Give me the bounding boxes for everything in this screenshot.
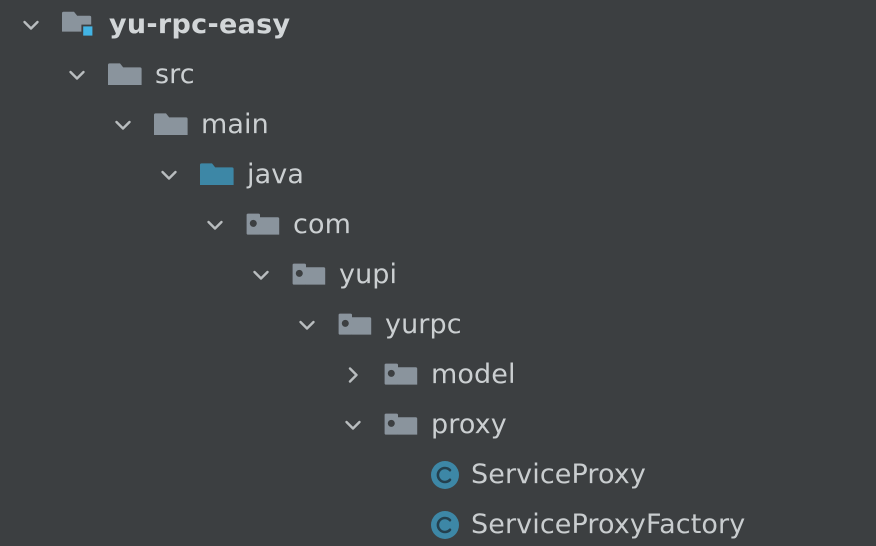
tree-node-label: model (431, 359, 516, 390)
tree-node-label: yurpc (385, 309, 462, 340)
tree-row[interactable]: com (0, 200, 876, 250)
tree-row[interactable]: src (0, 50, 876, 100)
chevron-right-icon[interactable] (338, 360, 368, 390)
java-class-icon (430, 509, 460, 541)
package-folder-icon (338, 309, 374, 341)
chevron-down-icon[interactable] (154, 160, 184, 190)
tree-node-label: ServiceProxy (471, 459, 646, 490)
chevron-down-icon[interactable] (246, 260, 276, 290)
tree-row[interactable]: proxy (0, 400, 876, 450)
package-folder-icon (384, 359, 420, 391)
tree-row[interactable]: ServiceProxy (0, 450, 876, 500)
tree-node-label: ServiceProxyFactory (471, 509, 746, 540)
java-class-icon (430, 459, 460, 491)
tree-row[interactable]: yupi (0, 250, 876, 300)
tree-row[interactable]: java (0, 150, 876, 200)
tree-node-label: src (155, 59, 195, 90)
source-root-folder-icon (200, 159, 236, 191)
tree-row[interactable]: yu-rpc-easy (0, 0, 876, 50)
tree-row[interactable]: model (0, 350, 876, 400)
chevron-down-icon[interactable] (108, 110, 138, 140)
toggle-placeholder (384, 460, 414, 490)
tree-node-label: java (247, 159, 304, 190)
tree-node-label: com (293, 209, 351, 240)
chevron-down-icon[interactable] (62, 60, 92, 90)
tree-node-label: proxy (431, 409, 507, 440)
chevron-down-icon[interactable] (292, 310, 322, 340)
folder-icon (108, 59, 144, 91)
chevron-down-icon[interactable] (16, 10, 46, 40)
chevron-down-icon[interactable] (200, 210, 230, 240)
folder-icon (154, 109, 190, 141)
package-folder-icon (246, 209, 282, 241)
tree-node-label: yu-rpc-easy (109, 9, 291, 40)
toggle-placeholder (384, 510, 414, 540)
tree-node-label: yupi (339, 259, 398, 290)
tree-row[interactable]: yurpc (0, 300, 876, 350)
tree-row[interactable]: main (0, 100, 876, 150)
tree-row[interactable]: ServiceProxyFactory (0, 500, 876, 546)
package-folder-icon (292, 259, 328, 291)
module-folder-icon (62, 9, 98, 41)
tree-node-label: main (201, 109, 269, 140)
chevron-down-icon[interactable] (338, 410, 368, 440)
package-folder-icon (384, 409, 420, 441)
